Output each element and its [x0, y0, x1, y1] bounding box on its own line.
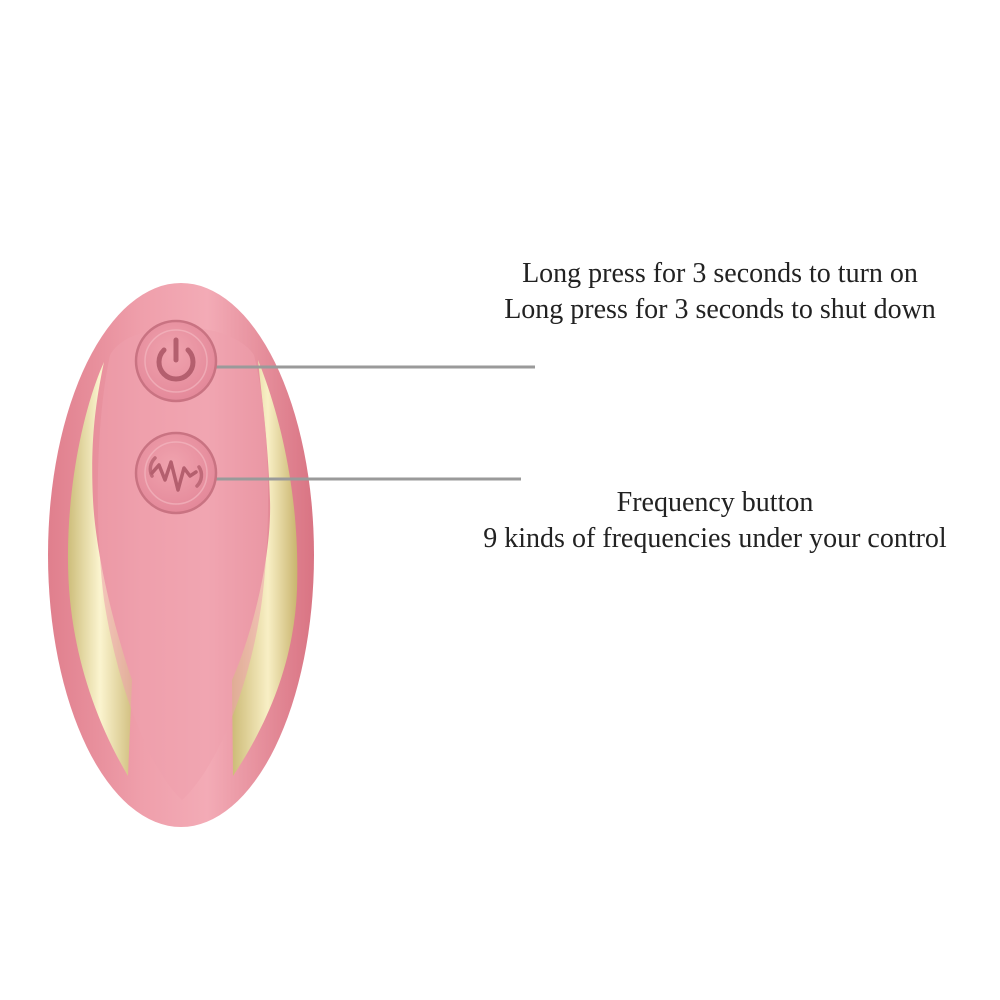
frequency-caption-line-1: Frequency button — [616, 487, 814, 518]
power-button-caption: Long press for 3 seconds to turn on Long… — [440, 256, 1000, 328]
frequency-caption-line-2: 9 kinds of frequencies under your contro… — [483, 523, 947, 554]
remote-face — [97, 327, 269, 800]
gold-trim-left — [67, 362, 132, 776]
power-button[interactable] — [134, 319, 218, 403]
frequency-wave-icon — [148, 456, 204, 492]
frequency-button-caption: Frequency button 9 kinds of frequencies … — [430, 485, 1000, 557]
power-caption-line-2: Long press for 3 seconds to shut down — [504, 294, 936, 325]
frequency-button[interactable] — [134, 431, 218, 515]
power-caption-line-1: Long press for 3 seconds to turn on — [522, 258, 918, 289]
power-icon — [156, 337, 196, 382]
